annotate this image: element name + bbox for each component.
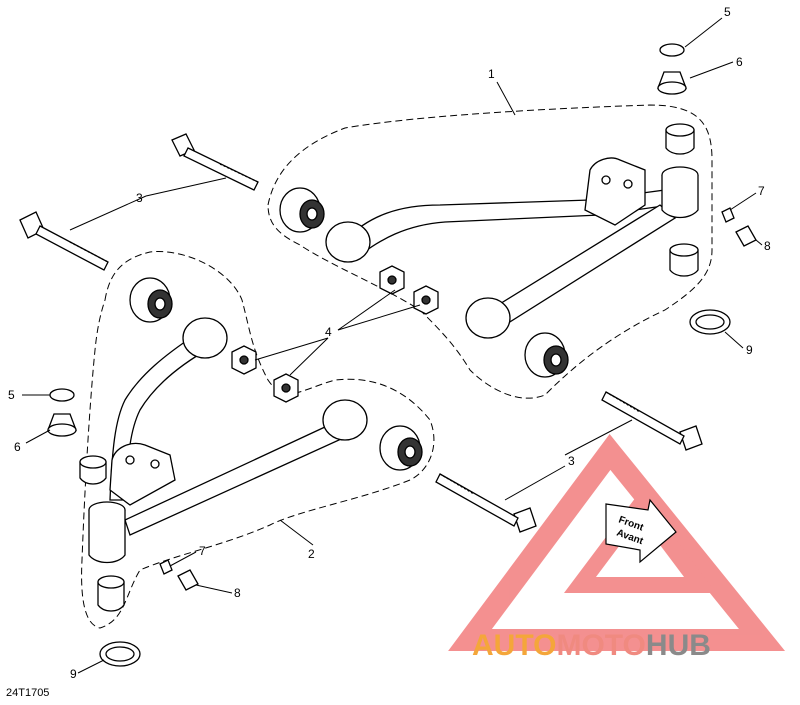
callout-4: 4 — [325, 325, 332, 339]
ring-5-right — [659, 43, 685, 57]
lower-front-bushing-2 — [182, 317, 228, 359]
upper-bracket-hole-2 — [623, 179, 633, 189]
lower-rear-bushing — [322, 399, 368, 441]
lower-bushing-bottom — [97, 581, 125, 612]
pin-8-left — [177, 569, 199, 591]
callout-6-left: 6 — [14, 440, 21, 454]
upper-a-arm — [279, 123, 699, 378]
lower-front-bushing — [129, 277, 173, 323]
callout-8-right: 8 — [764, 239, 771, 253]
callout-5-left: 5 — [8, 388, 15, 402]
upper-rear-bushing-2 — [524, 332, 569, 378]
bolt-upper-1 — [171, 133, 259, 191]
nut-1 — [379, 265, 405, 295]
pin-8-right — [735, 225, 757, 247]
upper-rear-bushing — [465, 297, 511, 339]
callout-6-right: 6 — [736, 55, 743, 69]
cap-6-left — [47, 413, 77, 437]
watermark-brand: AUTOMOTOHUB — [472, 629, 711, 662]
callout-5-right: 5 — [724, 5, 731, 19]
bolt-lower-2 — [435, 473, 537, 533]
seal-9-right — [689, 309, 731, 335]
figure-code: 24T1705 — [6, 687, 49, 699]
lower-bracket-hole-1 — [125, 455, 135, 465]
upper-bushing-bottom — [669, 249, 699, 277]
upper-front-bushing — [279, 187, 325, 233]
callout-9-left: 9 — [70, 667, 77, 681]
callout-9-right: 9 — [746, 343, 753, 357]
watermark-brand-part3: HUB — [646, 629, 711, 662]
watermark-brand-part2: MOTO — [556, 629, 645, 662]
lower-a-arm — [79, 277, 423, 612]
cap-6-right — [657, 71, 687, 95]
lower-rear-bushing-2 — [379, 425, 423, 471]
grease-fitting-7-left — [159, 559, 173, 575]
nut-4 — [273, 373, 299, 403]
small-parts — [47, 43, 757, 667]
callout-7-right: 7 — [758, 184, 765, 198]
watermark-brand-part1: AUTO — [472, 629, 556, 662]
lower-arm-outline — [81, 251, 435, 629]
callout-8-left: 8 — [234, 586, 241, 600]
seal-9-left — [99, 641, 141, 667]
callout-2: 2 — [308, 547, 315, 561]
upper-arm-outline — [267, 104, 713, 399]
callouts: 1 2 3 3 4 5 5 6 6 7 7 8 8 9 9 — [8, 5, 771, 681]
nut-2 — [413, 285, 439, 315]
callout-1: 1 — [488, 67, 495, 81]
leader-lines — [22, 17, 763, 674]
nut-3 — [231, 345, 257, 375]
bolts — [19, 133, 703, 533]
upper-arm-bracket — [584, 157, 646, 226]
upper-bracket-hole-1 — [601, 175, 611, 185]
lower-bracket-hole-2 — [150, 459, 160, 469]
front-arrow-shape — [605, 498, 677, 564]
assembly-outlines — [81, 104, 713, 629]
front-direction-arrow: Front Avant — [605, 498, 677, 564]
watermark-triangle-outer — [448, 434, 786, 651]
bolt-lower-1 — [601, 391, 703, 451]
upper-bushing-top — [665, 129, 695, 155]
grease-fitting-7-right — [721, 207, 735, 223]
lower-arm-bracket — [109, 442, 176, 506]
upper-arm-tube-rear — [488, 204, 677, 326]
callout-3-lower: 3 — [568, 454, 575, 468]
upper-ball-joint-body — [661, 175, 699, 219]
bolt-upper-2 — [19, 211, 109, 271]
nuts — [231, 265, 439, 403]
ring-5-left — [49, 388, 75, 402]
callout-3-upper: 3 — [136, 191, 143, 205]
callout-7-left: 7 — [199, 544, 206, 558]
lower-ball-joint-body — [88, 510, 126, 564]
upper-front-bushing-2 — [325, 221, 371, 263]
